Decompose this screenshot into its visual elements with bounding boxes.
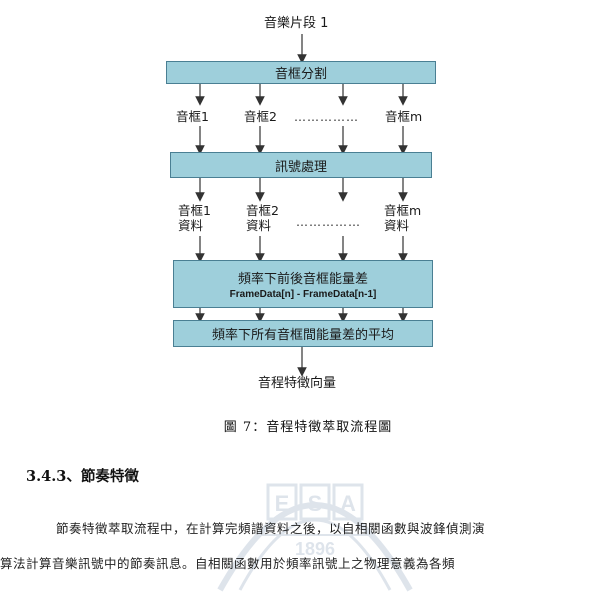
frame-2-data-sub: 資料 [246,218,272,233]
paragraph-line-1: 節奏特徵萃取流程中，在計算完頻譜資料之後，以自相關函數與波鋒偵測演 [56,521,486,536]
frame-m-data-label: 音框m 資料 [384,203,421,233]
step-energy-diff-formula: FrameData[n] - FrameData[n-1] [229,289,377,300]
svg-text:E: E [275,491,290,516]
flow-arrows [195,34,408,377]
flow-output-label: 音程特徵向量 [258,376,337,391]
flowchart: 音樂片段 1 音框分割 音框1 音框2 …………… 音框m 訊號處理 音框1 資… [166,16,436,391]
frame-1-label: 音框1 [176,109,209,124]
figure-caption: 圖 7：音程特徵萃取流程圖 [223,420,393,435]
frame-1-data-label: 音框1 資料 [178,203,211,233]
frame-ellipsis: …………… [294,110,359,124]
step-energy-average: 頻率下所有音框間能量差的平均 [173,320,433,347]
frame-m-data-title: 音框m [384,203,422,218]
svg-text:S: S [308,491,323,516]
svg-text:1896: 1896 [295,539,335,559]
frame-m-data-sub: 資料 [384,218,410,233]
paragraph-line-2: 算法計算音樂訊號中的節奏訊息。自相關函數用於頻率訊號上之物理意義為各頻 [0,556,456,571]
frame-2-data-title: 音框2 [246,203,279,218]
step-signal-processing: 訊號處理 [170,152,432,178]
step-signal-processing-label: 訊號處理 [274,159,327,175]
frame-m-label: 音框m [385,109,423,124]
frame-data-ellipsis: …………… [296,215,361,229]
section-heading: 3.4.3、節奏特徵 [26,468,139,485]
step-frame-split: 音框分割 [166,61,436,84]
frame-1-data-title: 音框1 [178,203,211,218]
step-energy-average-label: 頻率下所有音框間能量差的平均 [211,328,394,343]
flow-input-label: 音樂片段 1 [264,16,329,31]
svg-text:A: A [340,491,356,516]
university-seal-watermark: E S A 1896 [217,483,413,592]
step-energy-diff-label: 頻率下前後音框能量差 [237,272,368,287]
frame-2-data-label: 音框2 資料 [246,203,279,233]
frame-1-data-sub: 資料 [178,218,204,233]
step-energy-diff: 頻率下前後音框能量差 FrameData[n] - FrameData[n-1] [173,260,433,308]
frame-2-label: 音框2 [244,109,277,124]
step-frame-split-label: 音框分割 [274,67,327,82]
